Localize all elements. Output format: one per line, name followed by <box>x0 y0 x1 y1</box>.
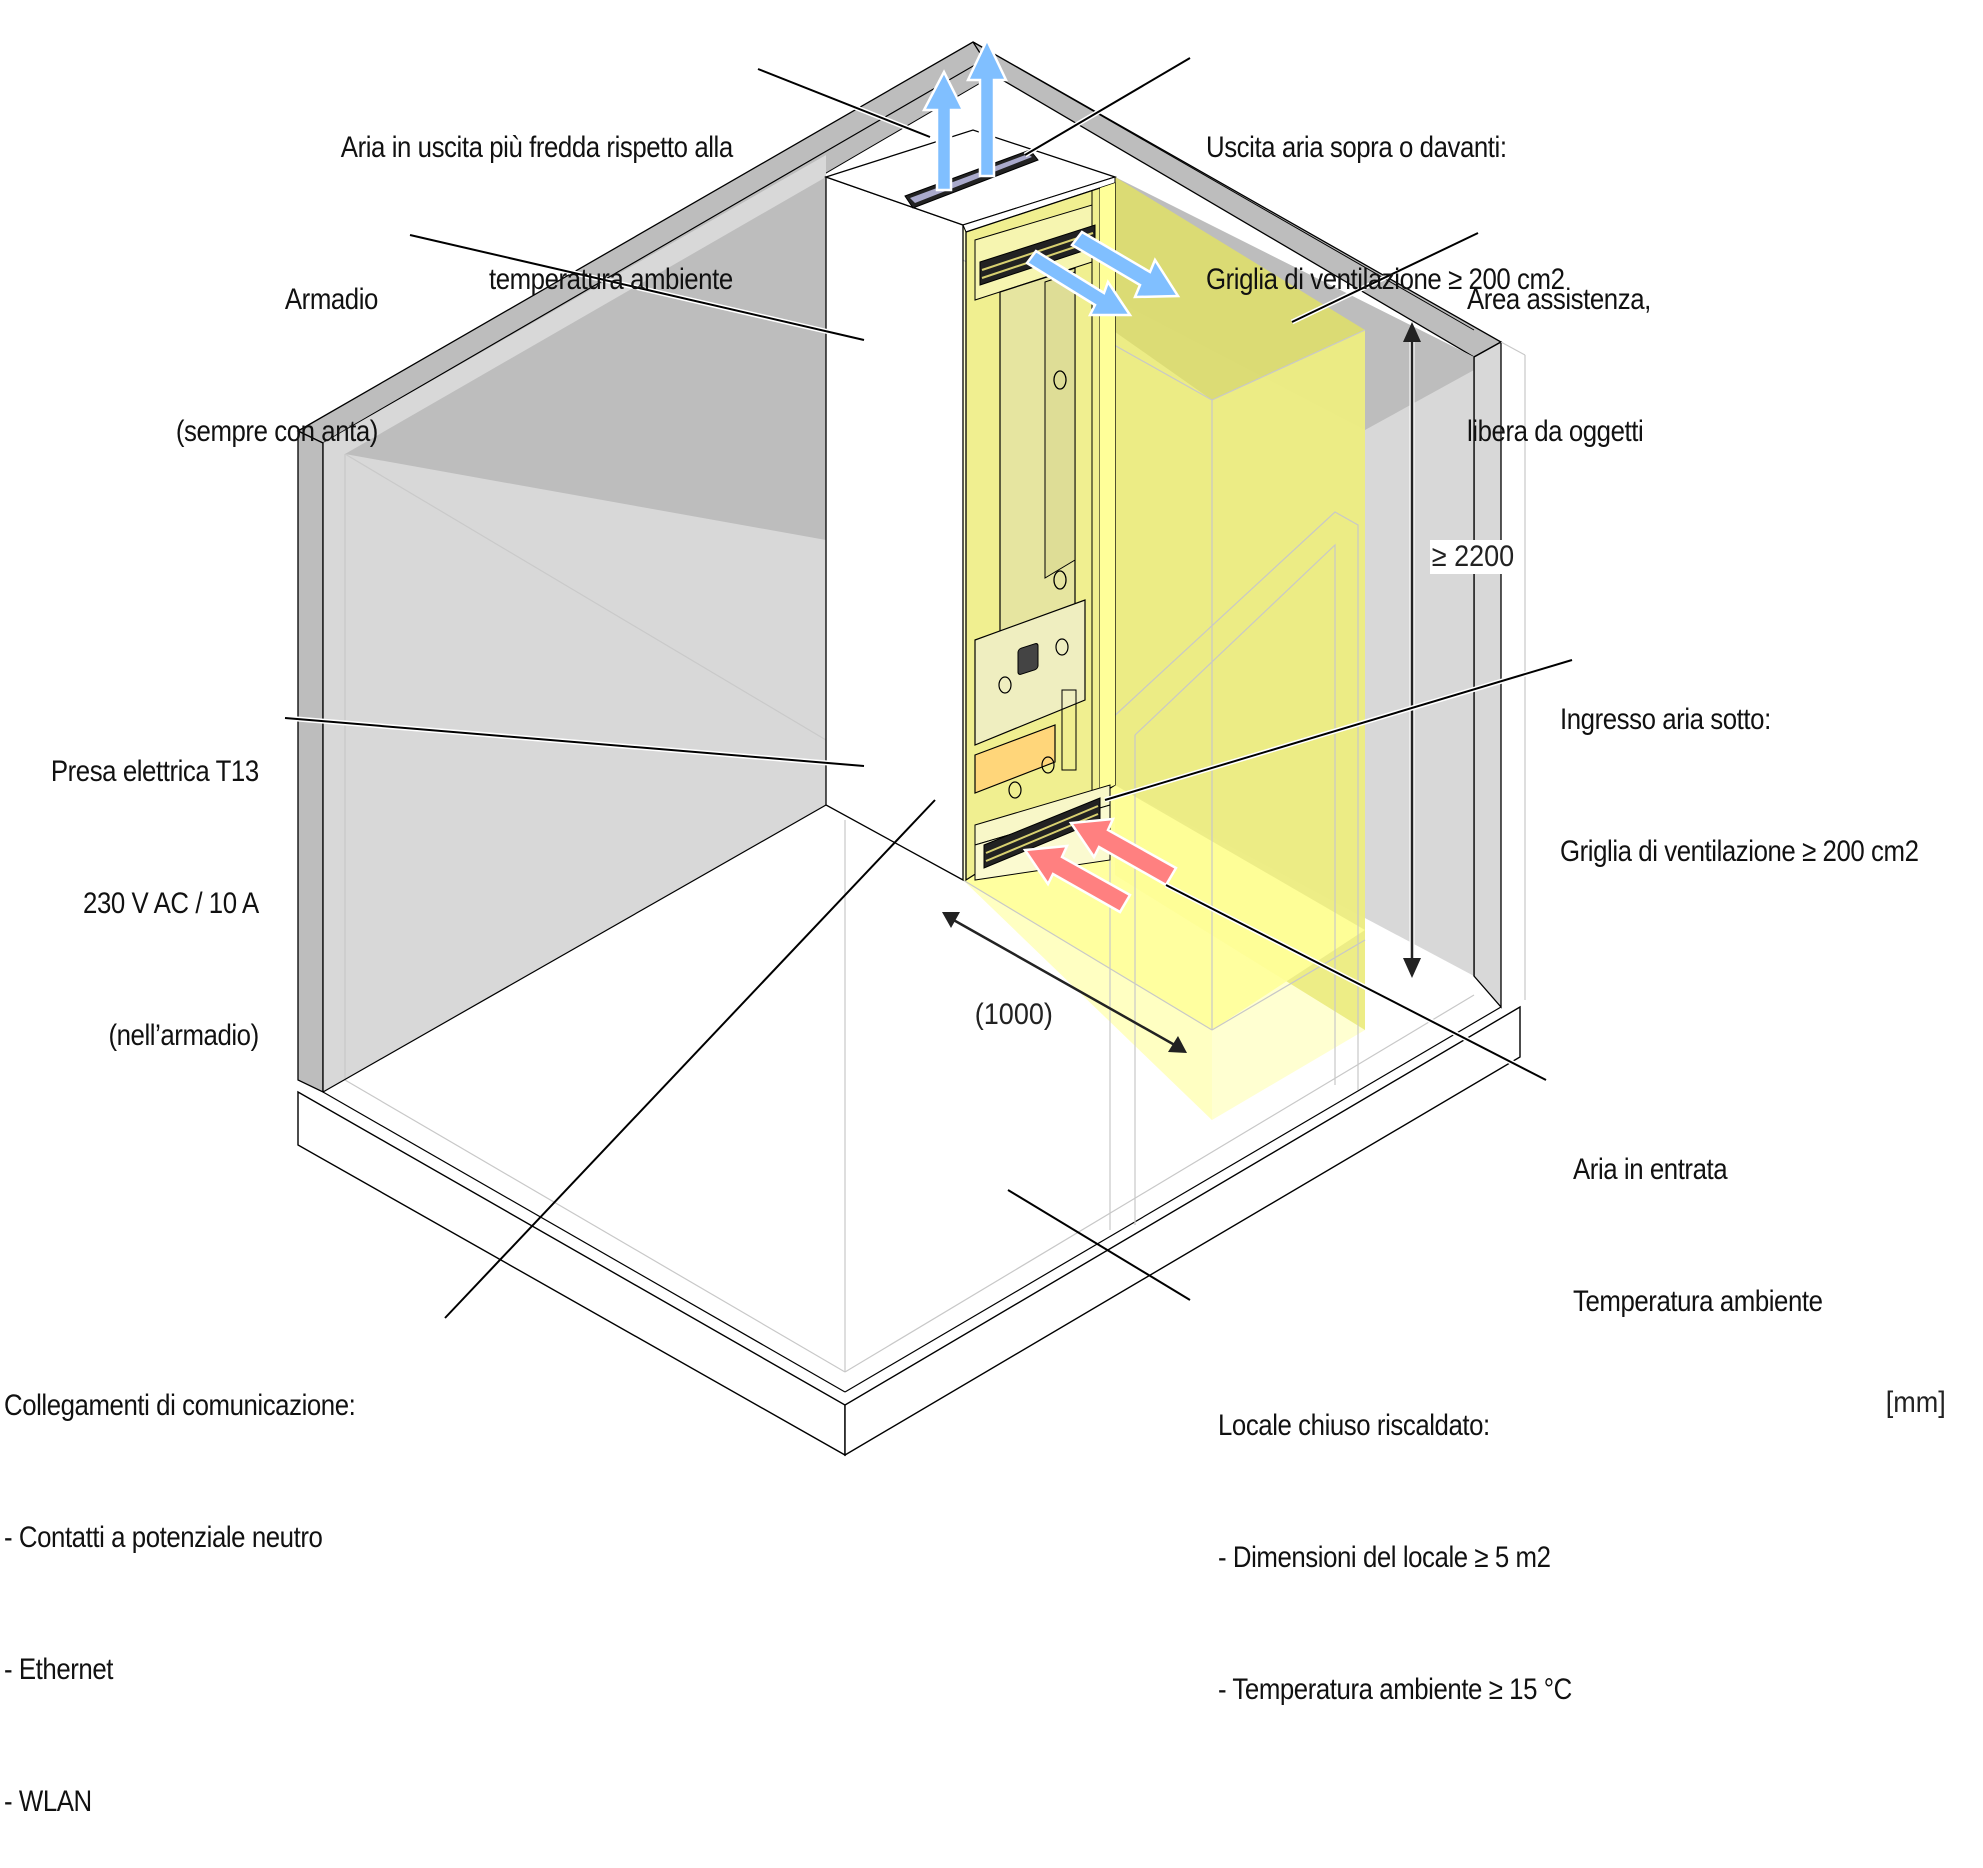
callout-line: Locale chiuso riscaldato: <box>1218 1409 1490 1442</box>
callout-line: Griglia di ventilazione ≥ 200 cm2 <box>1206 263 1565 296</box>
callout-air-outlet-grille: Uscita aria sopra o davanti: Griglia di … <box>1206 38 1565 346</box>
callout-socket: Presa elettrica T13 230 V AC / 10 A (nel… <box>51 662 259 1102</box>
callout-cabinet: Armadio (sempre con anta) <box>176 190 378 498</box>
callout-line: 230 V AC / 10 A <box>83 887 259 920</box>
cabinet <box>823 129 1118 882</box>
callout-line: (nell’armadio) <box>108 1019 260 1052</box>
callout-line: Uscita aria sopra o davanti: <box>1206 131 1507 164</box>
callout-line: Armadio <box>284 283 378 316</box>
callout-line: Aria in uscita più fredda rispetto alla <box>341 131 733 164</box>
callout-service-area: Area assistenza, libera da oggetti <box>1467 190 1651 498</box>
left-wall <box>296 41 996 1094</box>
callout-line: - Contatti a potenziale neutro <box>4 1521 323 1554</box>
callout-line: Collegamenti di comunicazione: <box>4 1389 356 1422</box>
callout-air-in: Aria in entrata Temperatura ambiente <box>1573 1060 1823 1368</box>
callout-line: (sempre con anta) <box>175 415 378 448</box>
air-in-arrows <box>1022 817 1178 914</box>
installation-diagram <box>284 37 1573 1457</box>
callout-air-inlet-grille: Ingresso aria sotto: Griglia di ventilaz… <box>1560 610 1919 918</box>
unit-label: [mm] <box>1885 1386 1946 1419</box>
callout-line: temperatura ambiente <box>489 263 733 296</box>
callout-line: - Ethernet <box>4 1653 113 1686</box>
callout-line: Griglia di ventilazione ≥ 200 cm2 <box>1560 835 1919 868</box>
height-dimension-label: ≥ 2200 <box>1430 540 1516 574</box>
air-out-top-arrows <box>921 37 1008 192</box>
callout-line: Ingresso aria sotto: <box>1560 703 1771 736</box>
depth-dimension <box>942 912 1187 1053</box>
callout-line: - Dimensioni del locale ≥ 5 m2 <box>1218 1541 1551 1574</box>
callout-line: - WLAN <box>4 1785 92 1818</box>
callout-line: - Temperatura ambiente ≥ 15 °C <box>1218 1673 1572 1706</box>
callout-line: Aria in entrata <box>1573 1153 1728 1186</box>
callout-communication: Collegamenti di comunicazione: - Contatt… <box>4 1296 356 1868</box>
callout-line: libera da oggetti <box>1467 415 1644 448</box>
callout-line: Presa elettrica T13 <box>51 755 259 788</box>
height-dimension <box>1403 322 1421 978</box>
depth-dimension-label: (1000) <box>974 998 1053 1031</box>
callout-room: Locale chiuso riscaldato: - Dimensioni d… <box>1218 1316 1572 1756</box>
callout-line: Temperatura ambiente <box>1573 1285 1823 1318</box>
leader-lines <box>284 55 1573 1319</box>
callout-air-out-cool: Aria in uscita più fredda rispetto alla … <box>341 38 733 346</box>
callout-line: Area assistenza, <box>1467 283 1651 316</box>
air-out-front-arrows <box>1025 230 1181 317</box>
